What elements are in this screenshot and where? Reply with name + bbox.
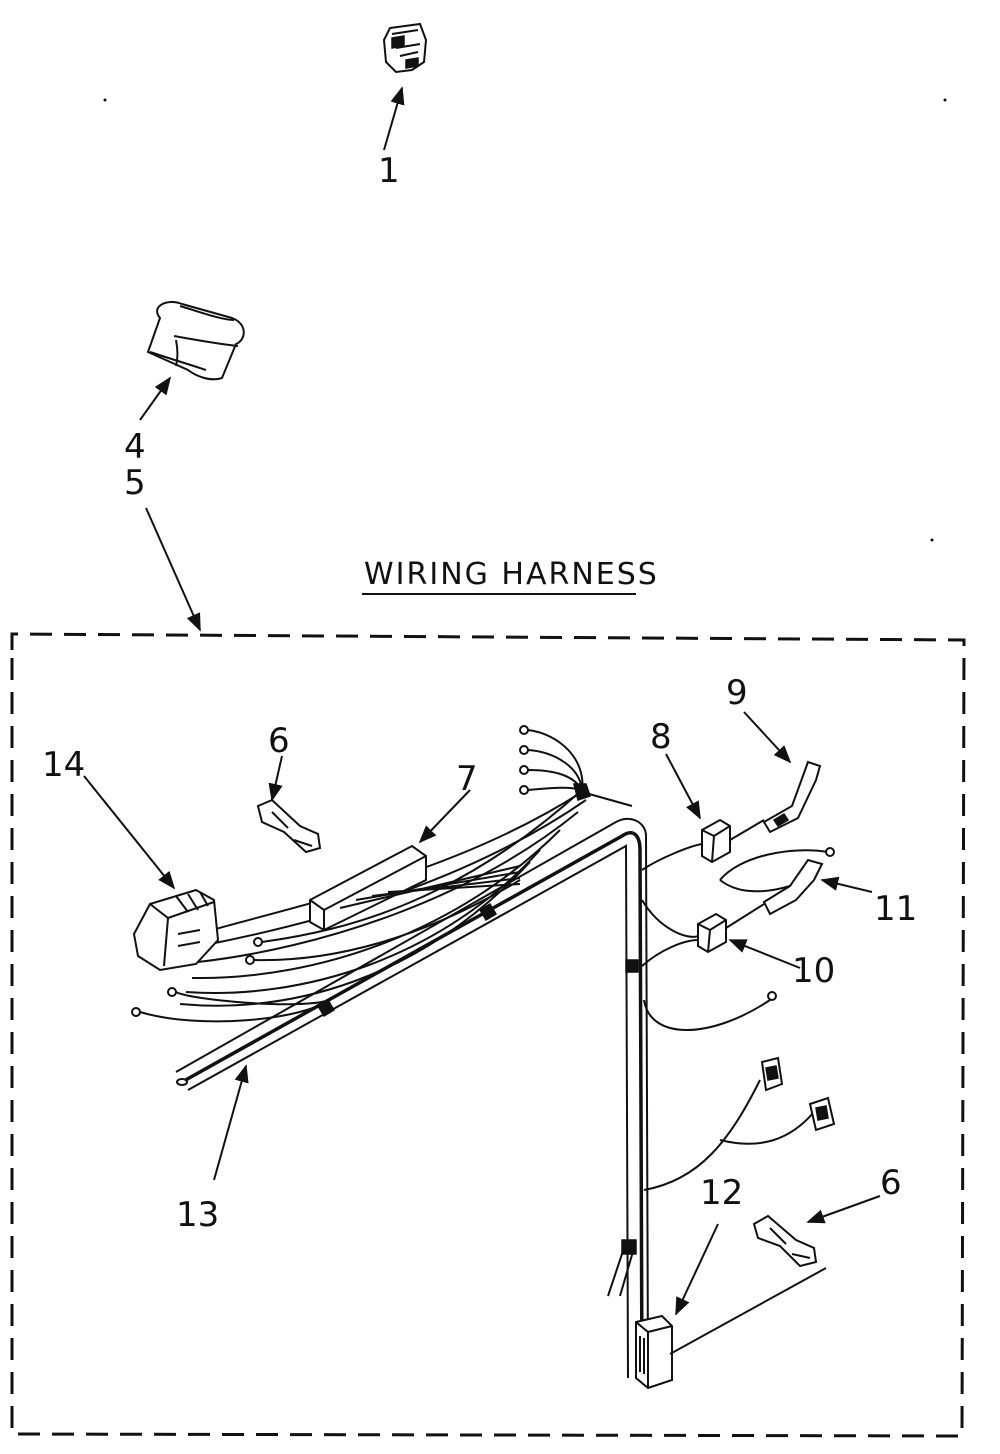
leader-13 — [213, 1064, 249, 1181]
callout-10: 10 — [792, 951, 835, 991]
callout-14: 14 — [42, 745, 85, 785]
part-11-terminal — [719, 847, 835, 916]
leader-4 — [139, 376, 172, 421]
callout-8: 8 — [650, 717, 672, 757]
speck — [103, 98, 107, 102]
callout-7: 7 — [456, 759, 478, 799]
leader-6b — [806, 1195, 881, 1224]
speck — [930, 538, 934, 542]
leader-8 — [665, 753, 701, 820]
callout-1: 1 — [378, 151, 400, 191]
part-10-plug — [641, 899, 765, 967]
harness-trunk — [175, 817, 649, 1381]
callout-6b: 6 — [880, 1163, 902, 1203]
leader-11 — [820, 876, 873, 893]
callout-6a: 6 — [268, 721, 290, 761]
part-6-terminal-upper — [256, 798, 322, 854]
callout-5: 5 — [124, 463, 146, 503]
wire-bundle-upper — [131, 725, 633, 1023]
speck — [943, 98, 947, 102]
part-7-block — [309, 844, 521, 932]
part-1-clip — [382, 22, 428, 74]
part-8-plug — [641, 818, 765, 871]
part-14-connector — [132, 888, 220, 972]
part-9-terminal — [762, 760, 822, 834]
callout-11: 11 — [874, 889, 917, 929]
harness-boundary — [10, 632, 966, 1438]
callout-9: 9 — [726, 673, 748, 713]
leader-6a — [268, 755, 283, 802]
leader-5 — [145, 507, 201, 632]
diagram-title: WIRING HARNESS — [364, 557, 659, 592]
leader-9 — [743, 711, 792, 764]
part-6-terminal-lower — [752, 1214, 818, 1268]
leader-1 — [383, 86, 405, 151]
leader-10 — [728, 939, 801, 969]
callout-13: 13 — [176, 1195, 219, 1235]
callout-4: 4 — [124, 427, 146, 467]
callout-12: 12 — [700, 1173, 743, 1213]
part-4-sleeve — [146, 300, 245, 381]
wire-branch-lower-right — [643, 991, 836, 1191]
leader-14 — [83, 775, 176, 890]
part-12-connector — [635, 1267, 827, 1390]
leader-7 — [418, 789, 471, 844]
leader-12 — [675, 1223, 719, 1316]
